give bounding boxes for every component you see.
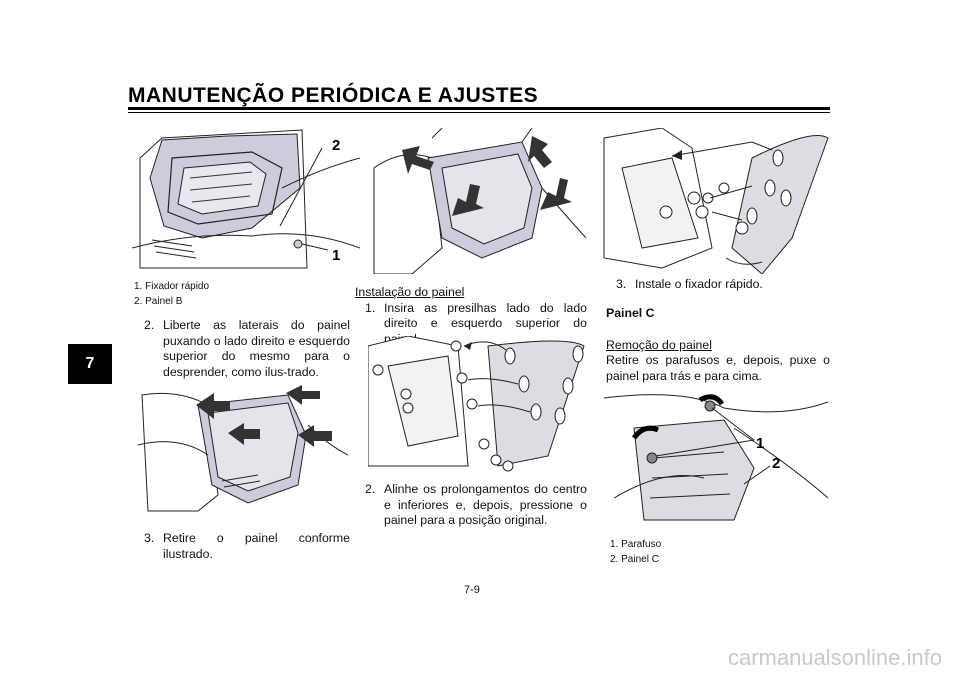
figure-caption-panel-b: 1. Fixador rápido 2. Painel B	[134, 279, 209, 309]
section-paragraph: Retire os parafusos e, depois, puxe o pa…	[606, 353, 830, 383]
chapter-tab: 7	[68, 344, 112, 384]
callout-2: 2	[332, 137, 340, 154]
section-title: Painel C	[606, 306, 655, 320]
callout-2: 2	[772, 455, 780, 472]
step-text: Retire o painel conforme ilustrado.	[163, 531, 350, 561]
install-quick-fastener: 3. Instale o fixador rápido.	[608, 277, 830, 293]
section-heading: Remoção do painel	[606, 337, 712, 352]
figure-panel-b-fastener: 2 1	[132, 128, 360, 270]
panel-c-section: Painel C Remoção do painel Retire os par…	[606, 306, 830, 384]
page-number: 7-9	[464, 584, 480, 596]
installation-section: Instalação do painel 1. Insira as presil…	[355, 285, 587, 347]
watermark: carmanualsonline.info	[727, 645, 942, 670]
step-text: Liberte as laterais do painel puxando o …	[163, 318, 350, 379]
step-number: 1.	[365, 300, 376, 315]
section-heading: Instalação do painel	[355, 285, 465, 299]
page-title: MANUTENÇÃO PERIÓDICA E AJUSTES	[128, 84, 539, 107]
step-number: 3.	[616, 277, 627, 291]
caption-item: 1. Fixador rápido	[134, 281, 210, 292]
step-number: 2.	[144, 318, 155, 332]
figure-panel-clips	[368, 336, 590, 476]
step-number: 2.	[365, 482, 376, 496]
step-align-extensions: 2. Alinhe os prolongamentos do centro e …	[365, 482, 587, 529]
step-release-sides: 2. Liberte as laterais do painel puxando…	[144, 318, 350, 380]
figure-install-fastener	[602, 128, 830, 274]
title-rule-thin	[128, 112, 830, 113]
figure-panel-c: 1 2	[604, 388, 828, 528]
step-text: Instale o fixador rápido.	[635, 277, 763, 291]
step-number: 3.	[144, 531, 155, 545]
title-rule-thick	[128, 107, 830, 110]
callout-1: 1	[332, 247, 340, 264]
caption-item: 2. Painel C	[610, 554, 659, 565]
figure-release-panel	[138, 385, 348, 515]
step-text: Alinhe os prolongamentos do centro e inf…	[384, 482, 587, 527]
figure-panel-removal	[372, 128, 586, 274]
caption-item: 1. Parafuso	[610, 539, 662, 550]
caption-item: 2. Painel B	[134, 296, 183, 307]
figure-caption-panel-c: 1. Parafuso 2. Painel C	[610, 537, 661, 567]
callout-1: 1	[756, 435, 764, 452]
step-remove-panel: 3. Retire o painel conforme ilustrado.	[144, 531, 350, 562]
